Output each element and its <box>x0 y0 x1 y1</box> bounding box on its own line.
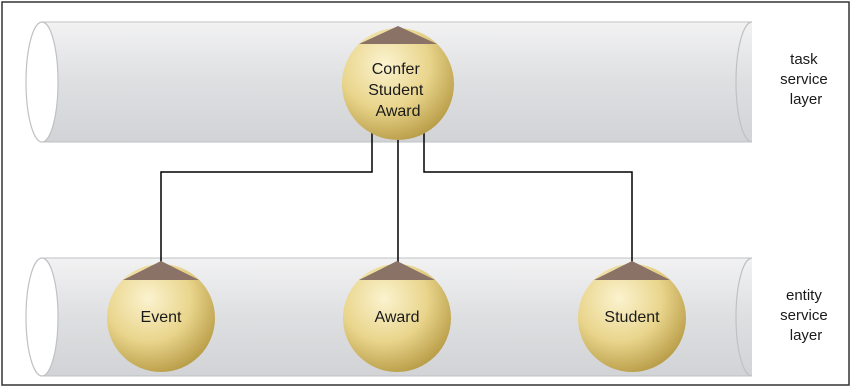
sphere <box>342 28 454 140</box>
service-event[interactable]: Event <box>107 261 215 372</box>
entity-pipe-left-end <box>25 257 59 377</box>
service-label: Event <box>141 309 182 326</box>
task-pipe-left-end <box>25 21 59 143</box>
service-cap-icon <box>594 261 670 280</box>
entity-pipe-right-end <box>735 257 753 377</box>
connectors <box>160 132 633 268</box>
sphere <box>578 264 686 372</box>
service-cap-icon <box>359 261 435 280</box>
entity-layer-label: entity service layer <box>780 287 832 344</box>
service-student[interactable]: Student <box>578 261 686 372</box>
service-confer-student-award[interactable]: Confer Student Award <box>342 26 454 140</box>
connector-task-to-student <box>423 132 633 268</box>
sphere <box>107 264 215 372</box>
task-pipe-right-end <box>735 21 753 143</box>
connector-task-to-event <box>160 132 373 268</box>
sphere <box>343 264 451 372</box>
service-cap-icon <box>123 261 199 280</box>
task-layer-label: task service layer <box>780 51 832 108</box>
service-label: Award <box>374 309 419 326</box>
service-label: Student <box>604 309 660 326</box>
service-cap-icon <box>359 26 437 44</box>
service-label: Confer Student Award <box>368 61 428 120</box>
service-award[interactable]: Award <box>343 261 451 372</box>
